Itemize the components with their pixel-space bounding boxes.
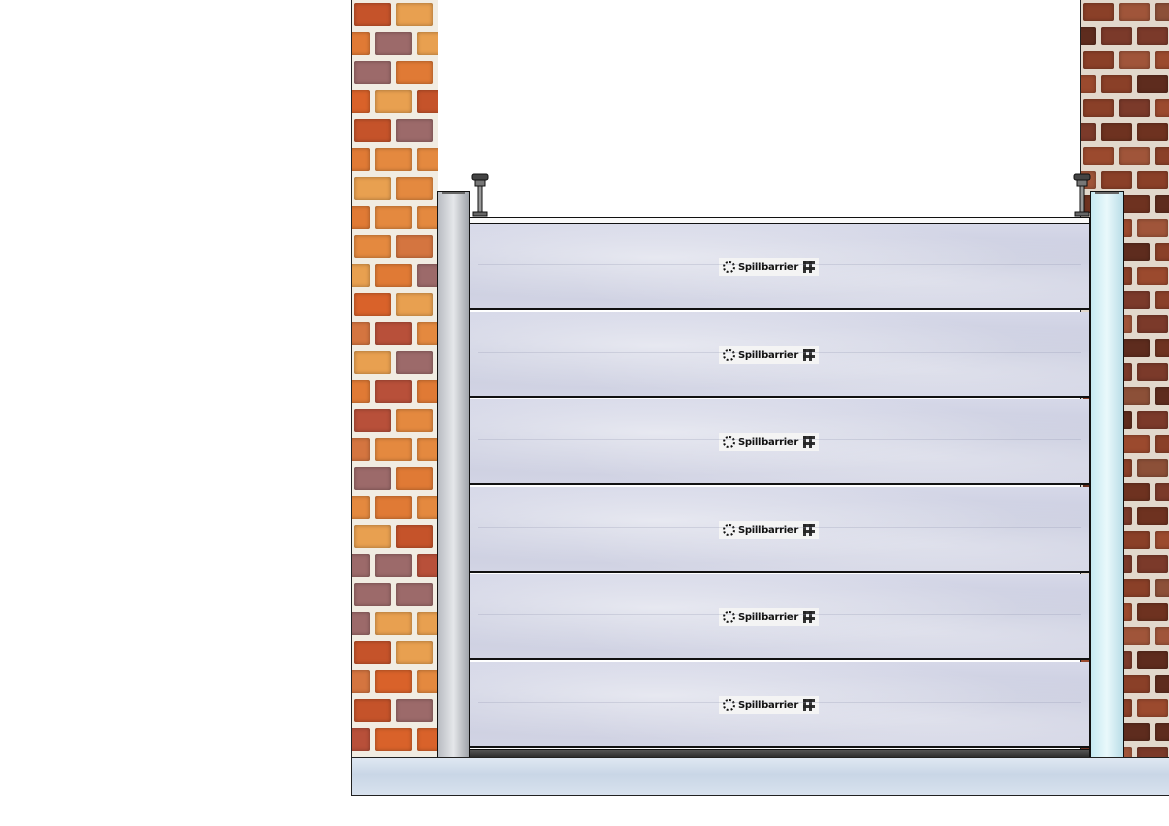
brand-label: Spillbarrier [738,436,798,448]
qr-code-icon [803,611,815,623]
barrier-plank: Spillbarrier [470,312,1089,398]
brand-logo: Spillbarrier [719,696,819,714]
qr-code-icon [803,349,815,361]
right-barrier-post [1090,191,1124,758]
ground-slab [351,757,1169,796]
left-barrier-post [437,191,470,758]
left-brick-wall [351,0,438,758]
barrier-planks: Spillbarrier Spillbarrier Spillbarrier S… [469,224,1090,750]
brand-label: Spillbarrier [738,261,798,273]
barrier-plank: Spillbarrier [470,662,1089,748]
brand-label: Spillbarrier [738,349,798,361]
brand-label: Spillbarrier [738,611,798,623]
spillbarrier-logo-icon [723,524,735,536]
spillbarrier-logo-icon [723,349,735,361]
spillbarrier-logo-icon [723,611,735,623]
left-screw-clamp-icon [471,173,489,217]
spillbarrier-logo-icon [723,699,735,711]
brand-label: Spillbarrier [738,699,798,711]
brand-logo: Spillbarrier [719,433,819,451]
barrier-plank: Spillbarrier [470,399,1089,485]
brand-logo: Spillbarrier [719,608,819,626]
qr-code-icon [803,436,815,448]
brand-logo: Spillbarrier [719,258,819,276]
right-screw-clamp-icon [1073,173,1091,217]
brand-logo: Spillbarrier [719,346,819,364]
top-rail [469,217,1090,224]
qr-code-icon [803,261,815,273]
barrier-plank: Spillbarrier [470,487,1089,573]
brand-logo: Spillbarrier [719,521,819,539]
barrier-plank: Spillbarrier [470,574,1089,660]
spillbarrier-logo-icon [723,436,735,448]
brand-label: Spillbarrier [738,524,798,536]
barrier-plank: Spillbarrier [470,224,1089,310]
qr-code-icon [803,524,815,536]
qr-code-icon [803,699,815,711]
spillbarrier-logo-icon [723,261,735,273]
